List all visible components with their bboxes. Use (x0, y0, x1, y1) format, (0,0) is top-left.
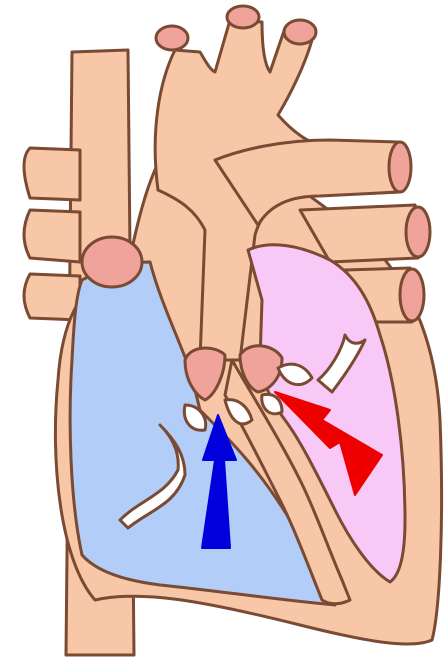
branch-cap-left (156, 26, 188, 50)
pulmonary-vein-upper-left (24, 148, 80, 200)
pulmonary-vein-lower-right-cap (400, 269, 424, 321)
pulmonary-vein-mid-left (24, 210, 80, 262)
aorta-right-cap (389, 142, 411, 192)
branch-cap-right (284, 20, 316, 44)
pulmonary-artery-cap-left (82, 237, 142, 287)
pulmonary-vein-upper-right-cap (406, 207, 430, 257)
branch-cap-middle (227, 6, 259, 28)
